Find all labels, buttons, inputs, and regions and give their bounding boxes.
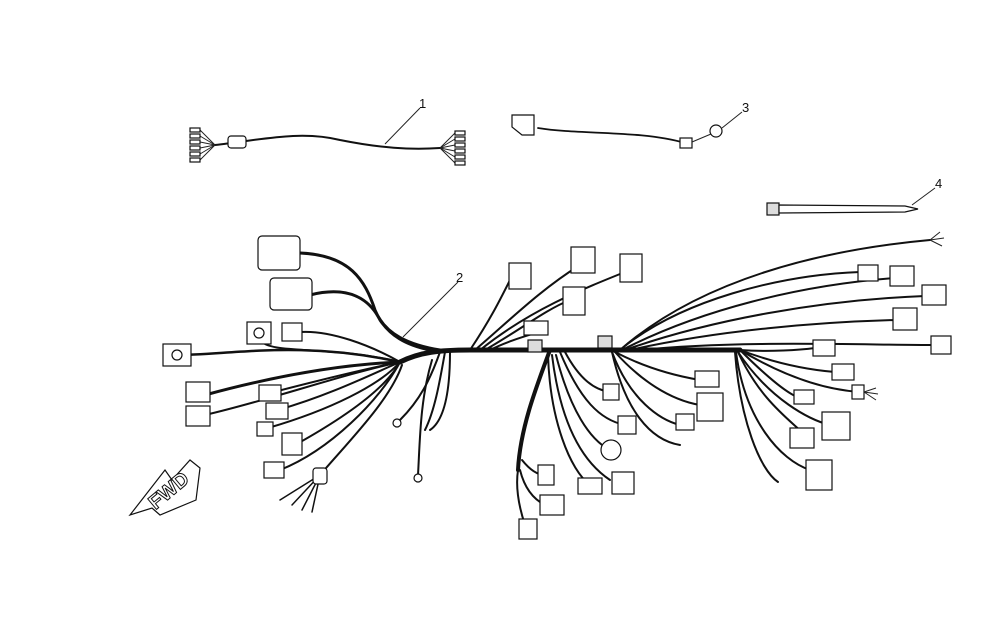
terminal <box>189 157 201 163</box>
terminal <box>189 133 201 139</box>
terminal <box>454 136 466 142</box>
part-3-ground-cable: 3 <box>511 100 749 149</box>
part-1-sub-harness: 1 <box>189 96 466 166</box>
terminal <box>454 148 466 154</box>
terminal <box>189 139 201 145</box>
terminal <box>454 160 466 166</box>
callout-2: 2 <box>456 270 463 285</box>
fwd-direction-arrow: FWD <box>128 459 201 517</box>
terminal <box>189 151 201 157</box>
terminal <box>189 127 201 133</box>
terminal <box>454 130 466 136</box>
terminal <box>454 142 466 148</box>
part-2-main-harness: 2 <box>162 231 952 540</box>
callout-3: 3 <box>742 100 749 115</box>
terminal <box>454 154 466 160</box>
callout-1: 1 <box>419 96 426 111</box>
terminal <box>189 145 201 151</box>
callout-4: 4 <box>935 176 942 191</box>
part-4-cable-tie: 4 <box>766 176 942 216</box>
